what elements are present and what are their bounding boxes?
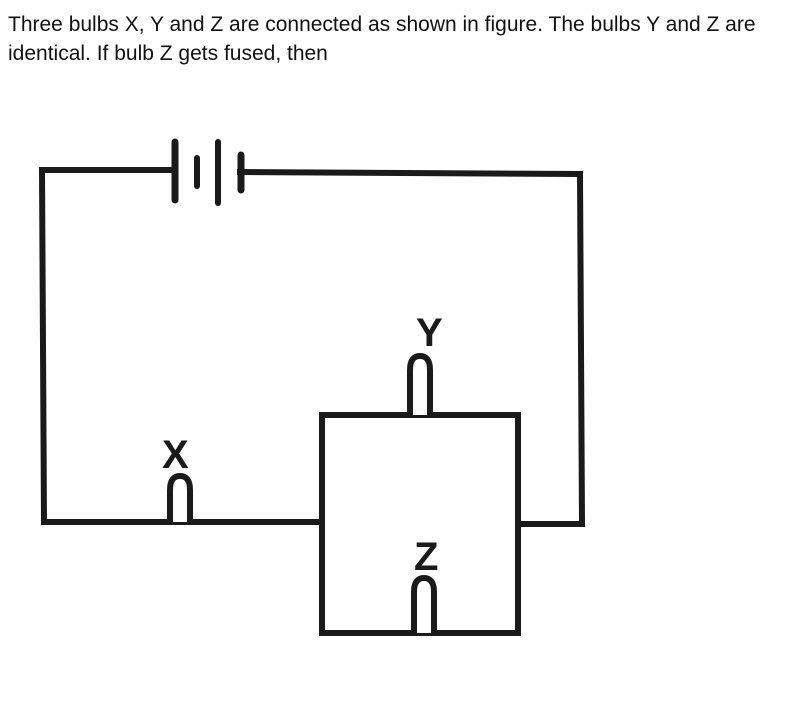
bulb-z-icon (411, 574, 437, 633)
bulb-x-label: X (162, 433, 189, 477)
question-text: Three bulbs X, Y and Z are connected as … (8, 13, 756, 65)
bulb-z-label: Z (414, 535, 438, 579)
bulb-y-label: Y (416, 311, 443, 355)
wire-top-right (236, 168, 586, 527)
bulb-y-icon (407, 352, 433, 415)
battery-icon (171, 138, 245, 206)
bulb-x-icon (167, 472, 193, 522)
